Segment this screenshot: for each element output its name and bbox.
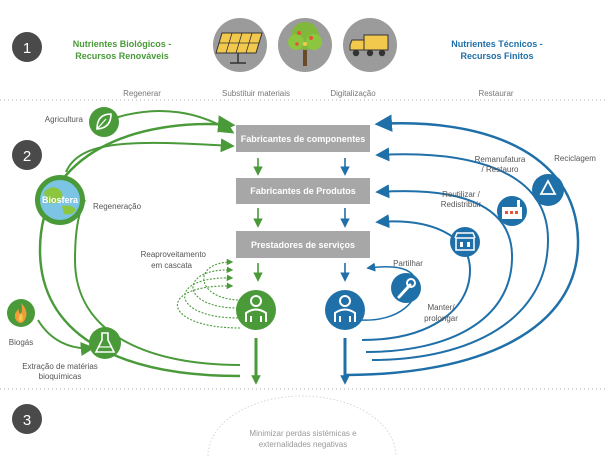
step-3-badge: 3 — [12, 404, 42, 434]
label-manter-1: Manter/ — [427, 303, 455, 312]
svg-text:Prestadores de serviços: Prestadores de serviços — [251, 240, 355, 250]
label-extracao-1: Extração de matérias — [22, 362, 98, 371]
bottom-arc — [207, 395, 397, 456]
bottom-text-line1: Minimizar perdas sistémicas e — [249, 429, 357, 438]
label-biogas: Biogás — [9, 338, 33, 347]
tech-loop-reciclagem — [371, 147, 550, 361]
bio-loop-outer — [38, 115, 241, 378]
bottom-text-line2: externalidades negativas — [259, 440, 348, 449]
bio-title-line1: Nutrientes Biológicos - — [73, 39, 172, 49]
box-componentes: Fabricantes de componentes — [236, 125, 370, 152]
svg-text:Fabricantes de componentes: Fabricantes de componentes — [241, 134, 366, 144]
bio-loop-regeneracao — [65, 138, 235, 173]
cascade-arc-1 — [203, 258, 239, 301]
biosfera-label: Biosfera — [42, 195, 79, 205]
label-reaproveitamento-2: em cascata — [151, 261, 192, 270]
tree-icon — [278, 18, 332, 72]
step-2-badge: 2 — [12, 140, 42, 170]
truck-icon — [343, 18, 397, 72]
tech-user-person-icon — [325, 290, 365, 330]
flask-icon — [89, 327, 121, 359]
tech-loop-reutilizar — [361, 214, 472, 341]
label-reutilizar-1: Reutilizar / — [442, 190, 481, 199]
bio-loop-biogas — [37, 319, 95, 356]
label-reutilizar-2: Redistribuir — [441, 200, 482, 209]
tech-title-line1: Nutrientes Técnicos - — [451, 39, 543, 49]
store-icon — [450, 227, 480, 257]
tech-loop-remanufatura — [365, 184, 514, 353]
label-agricultura: Agricultura — [45, 115, 84, 124]
bio-loop-inner — [73, 199, 241, 366]
svg-text:Fabricantes de Produtos: Fabricantes de Produtos — [250, 186, 356, 196]
label-extracao-2: bioquímicas — [39, 372, 82, 381]
solar-panel-icon — [213, 18, 267, 72]
label-remanufatura-2: / Restauro — [482, 165, 519, 174]
fire-icon — [7, 299, 35, 327]
box-produtos: Fabricantes de Produtos — [236, 178, 370, 204]
label-manter-2: prolongar — [424, 314, 458, 323]
box-servicos: Prestadores de serviços — [236, 231, 370, 258]
tech-loop-outer — [343, 114, 580, 377]
globe-icon: Biosfera — [35, 175, 85, 225]
cascade-arc-4 — [176, 282, 241, 329]
label-remanufatura-1: Remanufatura — [475, 155, 526, 164]
tech-title-line2: Recursos Finitos — [460, 51, 533, 61]
svg-text:2: 2 — [23, 148, 31, 165]
label-restaurar: Restaurar — [478, 89, 513, 98]
wrench-icon — [391, 273, 421, 303]
label-reciclagem: Reciclagem — [554, 154, 596, 163]
label-digitalizacao: Digitalização — [330, 89, 376, 98]
step-1-badge: 1 — [12, 32, 42, 62]
label-regeneracao: Regeneração — [93, 202, 142, 211]
cascade-arc-2 — [192, 266, 239, 309]
label-regenerar: Regenerar — [123, 89, 161, 98]
bio-user-person-icon — [236, 290, 276, 330]
svg-text:3: 3 — [23, 412, 31, 429]
bio-loop-agricultura — [114, 109, 235, 134]
label-partilhar: Partilhar — [393, 259, 423, 268]
svg-text:1: 1 — [23, 40, 31, 57]
label-reaproveitamento-1: Reaproveitamento — [141, 250, 207, 259]
cascade-arc-3 — [184, 274, 239, 319]
recycle-icon — [532, 174, 564, 206]
bio-title-line2: Recursos Renováveis — [75, 51, 169, 61]
factory-icon — [497, 196, 527, 226]
leaf-icon — [89, 107, 119, 137]
label-substituir: Substituir materiais — [222, 89, 290, 98]
